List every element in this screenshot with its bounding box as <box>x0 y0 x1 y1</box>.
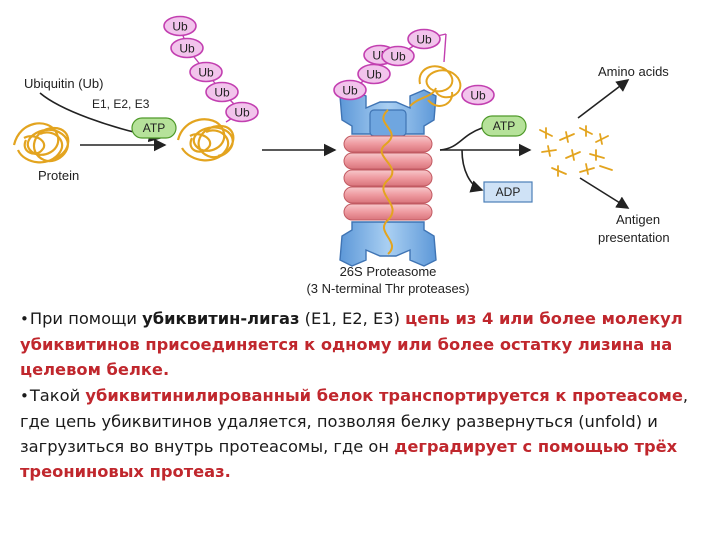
protein-coil-left <box>12 122 70 164</box>
svg-text:Ub: Ub <box>416 33 432 47</box>
antigen-label-line2: presentation <box>598 230 670 245</box>
ub-right-5: Ub <box>407 28 441 50</box>
amino-acids-label: Amino acids <box>598 64 669 79</box>
ub-left-5: Ub <box>225 101 259 123</box>
proteasome <box>339 89 437 267</box>
bullet-2: •Такой убиквитинилированный белок трансп… <box>20 383 710 485</box>
svg-text:Ub: Ub <box>198 66 214 80</box>
atp-right-label: ATP <box>493 119 515 133</box>
bullet1-text-4: цепь из 4 или более молекул убиквитинов … <box>20 309 683 380</box>
bullet1-text-3: (Е1, Е2, Е3) <box>299 309 406 328</box>
ubiquitin-proteasome-diagram: Ubiquitin (Ub) E1, E2, E3 Protein ATP Ub… <box>12 15 670 296</box>
ub-right-2: Ub <box>357 63 391 85</box>
ub-left-4: Ub <box>205 81 239 103</box>
ub-left-2: Ub <box>170 37 204 59</box>
bullet-dot: • <box>20 386 29 405</box>
peptide-fragments <box>539 125 613 177</box>
bullet2-text-4: деградирует с помощью трёх треониновых п… <box>20 437 678 482</box>
ub-right-4: Ub <box>381 45 415 67</box>
to-antigen-arrow <box>579 177 630 209</box>
bullet1-text-2: убиквитин-лигаз <box>142 309 300 328</box>
atp-to-adp-arrow <box>461 149 484 193</box>
svg-text:Ub: Ub <box>214 86 230 100</box>
atp-box-left <box>131 117 177 139</box>
ubiquitin-label: Ubiquitin (Ub) <box>24 76 103 91</box>
ub-right-free: Ub <box>461 84 495 106</box>
svg-text:Ub: Ub <box>234 106 250 120</box>
atp-left-label: ATP <box>143 121 165 135</box>
bullet-dot: • <box>20 310 29 328</box>
svg-text:Ub: Ub <box>470 89 486 103</box>
to-amino-acids-arrow <box>577 79 630 119</box>
proteasome-output-arrow <box>439 127 483 151</box>
protein-label: Protein <box>38 168 79 183</box>
bullet1-text-1: При помощи <box>29 309 143 328</box>
protein-coil-unfolding <box>409 65 462 107</box>
svg-text:Ub: Ub <box>342 84 358 98</box>
svg-text:Ub: Ub <box>366 68 382 82</box>
adp-label: ADP <box>496 185 521 199</box>
adp-box <box>483 181 533 203</box>
ub-right-1: Ub <box>333 79 367 101</box>
enzymes-label: E1, E2, E3 <box>92 97 150 111</box>
svg-text:Ub: Ub <box>390 50 406 64</box>
ub-left-1: Ub <box>163 15 197 37</box>
bullet-1: •При помощи убиквитин-лигаз (Е1, Е2, Е3)… <box>20 306 710 383</box>
atp-box-right <box>481 115 527 137</box>
ub-left-3: Ub <box>189 61 223 83</box>
bullet2-text-3: , где цепь убиквитинов удаляется, позвол… <box>20 385 689 457</box>
svg-text:Ub: Ub <box>179 42 195 56</box>
bullet2-text-5: . <box>224 462 231 482</box>
proteasome-title: 26S Proteasome <box>340 264 437 279</box>
proteasome-subtitle: (3 N-terminal Thr proteases) <box>306 281 469 296</box>
protein-coil-tagged <box>176 118 235 162</box>
bullet2-text-2: убиквитинилированный белок транспортируе… <box>85 385 683 405</box>
antigen-label-line1: Antigen <box>616 212 660 227</box>
bullet-text-block: •При помощи убиквитин-лигаз (Е1, Е2, Е3)… <box>20 306 710 484</box>
svg-text:Ub: Ub <box>172 20 188 34</box>
bullet2-text-1: Такой <box>29 385 86 405</box>
